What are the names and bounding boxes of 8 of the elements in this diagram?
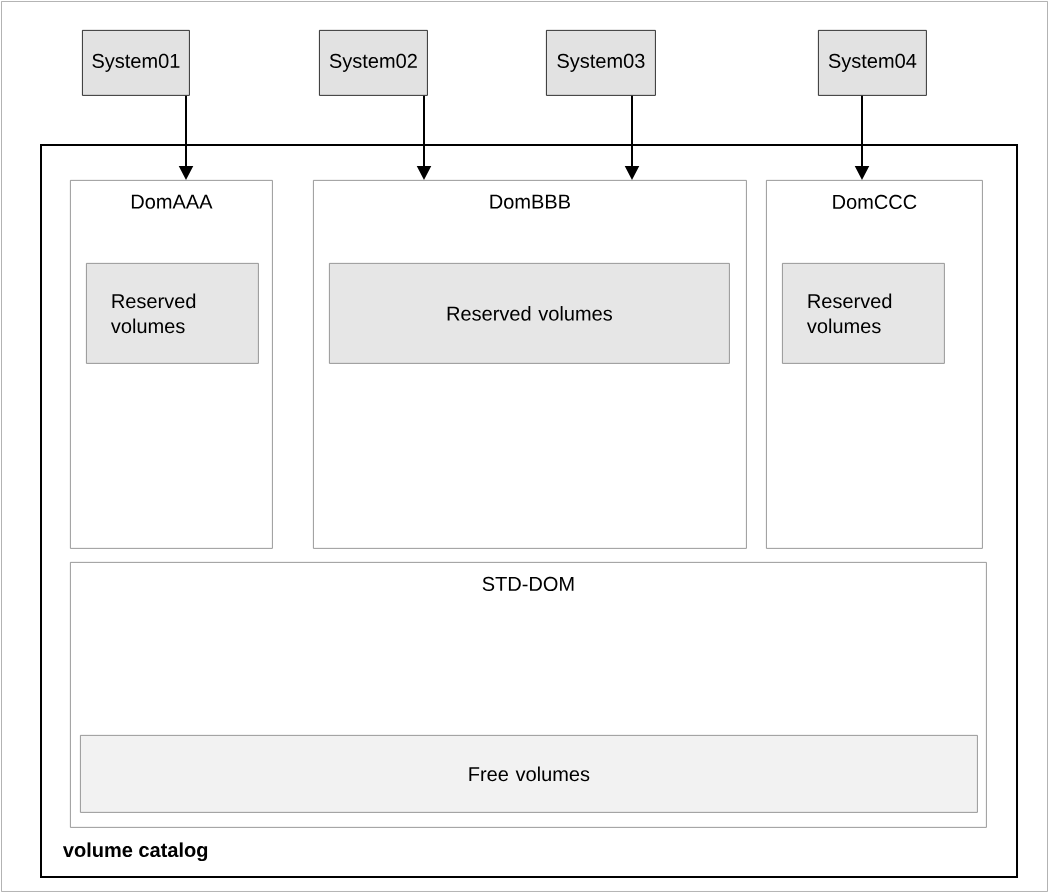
reserved-volumes-box: Reserved volumes	[782, 263, 945, 364]
reserved-volumes-box: Reserved volumes	[329, 263, 730, 364]
free-volumes-box: Free volumes	[80, 735, 978, 813]
system-box: System02	[319, 30, 428, 96]
system-box: System03	[546, 30, 656, 96]
system-box: System01	[82, 30, 190, 96]
reserved-volumes-box: Reserved volumes	[86, 263, 259, 364]
system-box: System04	[818, 30, 927, 96]
